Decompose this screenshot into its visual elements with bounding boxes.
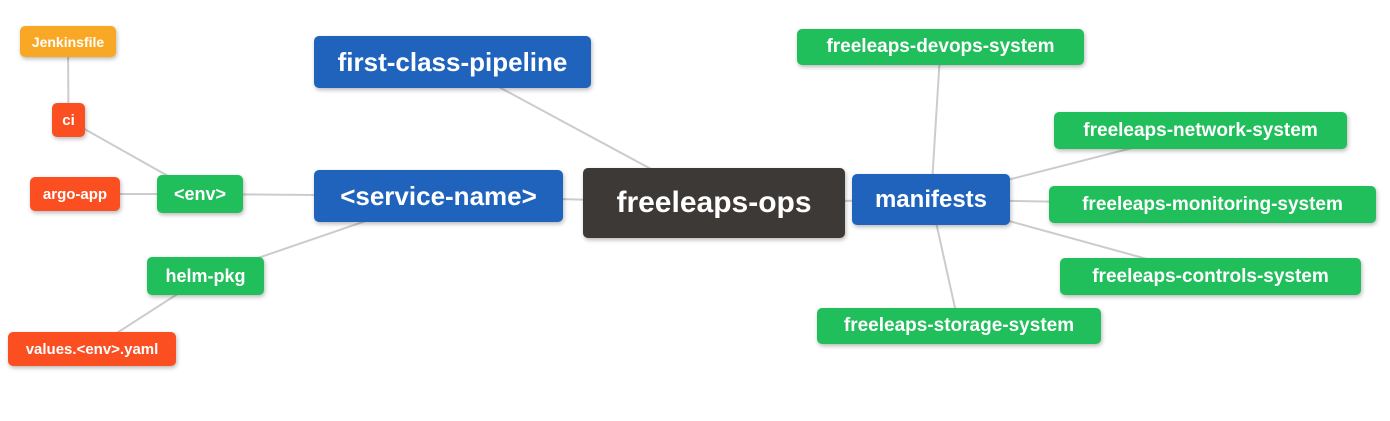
node-freeleaps-network-system[interactable]: freeleaps-network-system bbox=[1054, 112, 1347, 149]
node-ci[interactable]: ci bbox=[52, 103, 85, 137]
node-freeleaps-monitoring-system[interactable]: freeleaps-monitoring-system bbox=[1049, 186, 1376, 223]
node-freeleaps-ops[interactable]: freeleaps-ops bbox=[583, 168, 845, 238]
node-values-env-yaml[interactable]: values.<env>.yaml bbox=[8, 332, 176, 366]
node-helm-pkg[interactable]: helm-pkg bbox=[147, 257, 264, 295]
node-service-name[interactable]: <service-name> bbox=[314, 170, 563, 222]
node-manifests[interactable]: manifests bbox=[852, 174, 1010, 225]
node-freeleaps-controls-system[interactable]: freeleaps-controls-system bbox=[1060, 258, 1361, 295]
node-freeleaps-storage-system[interactable]: freeleaps-storage-system bbox=[817, 308, 1101, 344]
node-argo-app[interactable]: argo-app bbox=[30, 177, 120, 211]
node-env[interactable]: <env> bbox=[157, 175, 243, 213]
node-jenkinsfile[interactable]: Jenkinsfile bbox=[20, 26, 116, 57]
node-first-class-pipeline[interactable]: first-class-pipeline bbox=[314, 36, 591, 88]
node-freeleaps-devops-system[interactable]: freeleaps-devops-system bbox=[797, 29, 1084, 65]
